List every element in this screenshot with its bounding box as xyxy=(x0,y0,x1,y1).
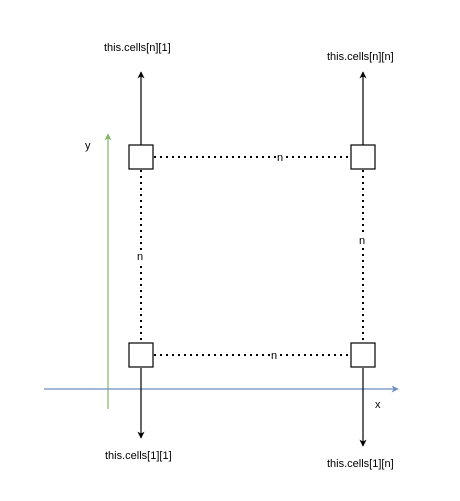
cell-top-left xyxy=(128,144,154,170)
y-axis-label: y xyxy=(85,140,91,152)
x-axis-label: x xyxy=(375,399,381,411)
edge-label-top: n xyxy=(276,152,285,164)
cell-label-bottom-left: this.cells[1][1] xyxy=(105,450,172,462)
edge-label-bottom: n xyxy=(270,350,279,362)
cell-label-top-left: this.cells[n][1] xyxy=(104,42,171,54)
cell-label-top-right: this.cells[n][n] xyxy=(327,51,394,63)
cell-label-bottom-right: this.cells[1][n] xyxy=(327,458,394,470)
edge-label-right: n xyxy=(358,235,367,247)
cell-bottom-left xyxy=(128,342,154,368)
cell-bottom-right xyxy=(350,342,376,368)
cell-top-right xyxy=(350,144,376,170)
edge-label-left: n xyxy=(136,251,145,263)
